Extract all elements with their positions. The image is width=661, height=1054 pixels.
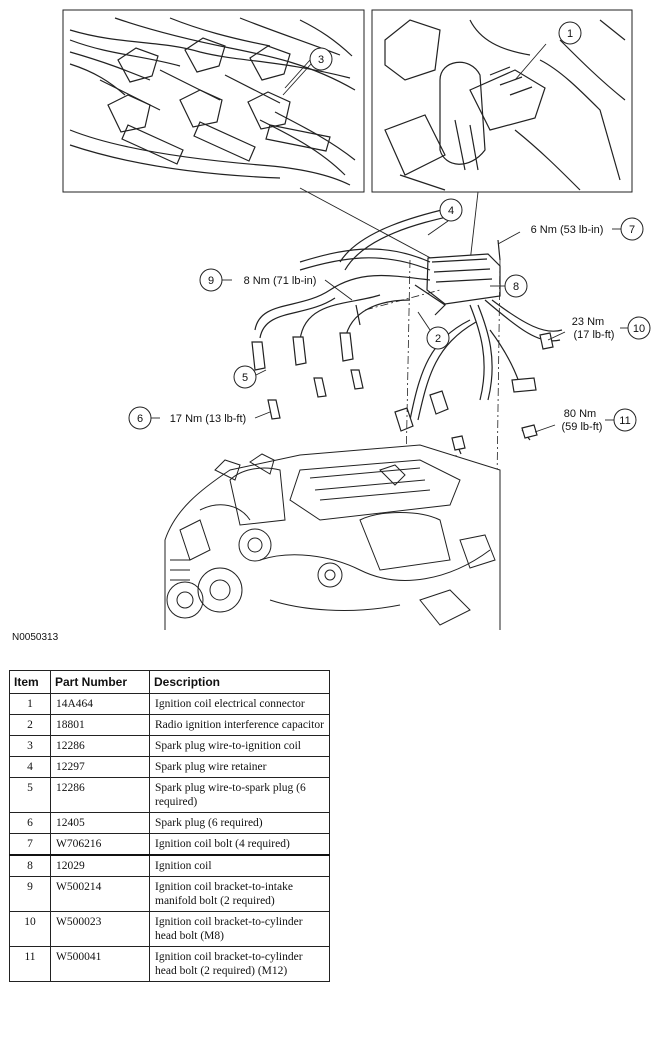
header-description: Description: [149, 670, 330, 694]
row-description: Spark plug wire-to-ignition coil: [149, 735, 330, 757]
row-part-number: 12297: [50, 756, 150, 778]
engine-illustration: [164, 444, 501, 630]
row-part-number: 14A464: [50, 693, 150, 715]
callout-11-number: 11: [619, 415, 630, 427]
row-item: 3: [9, 735, 51, 757]
callout-1-number: 1: [567, 28, 573, 40]
row-part-number: 12286: [50, 735, 150, 757]
row-description: Spark plug wire-to-spark plug (6 require…: [149, 777, 330, 813]
row-description: Spark plug wire retainer: [149, 756, 330, 778]
row-item: 11: [9, 946, 51, 982]
row-item: 1: [9, 693, 51, 715]
table-row: 10 W500023 Ignition coil bracket-to-cyli…: [9, 911, 330, 947]
row-part-number: 18801: [50, 714, 150, 736]
callout-9: 9 8 Nm (71 lb-in): [199, 268, 353, 301]
callout-11: 80 Nm (59 lb-ft) 11: [534, 408, 637, 433]
callout-6: 6 17 Nm (13 lb-ft): [128, 406, 271, 430]
coil-assembly: [251, 207, 563, 455]
row-description: Ignition coil bracket-to-cylinder head b…: [149, 911, 330, 947]
callout-6-number: 6: [137, 413, 143, 425]
table-row: 4 12297 Spark plug wire retainer: [9, 756, 330, 778]
callout-4-number: 4: [448, 205, 454, 217]
row-description: Ignition coil bolt (4 required): [149, 833, 330, 856]
table-row: 11 W500041 Ignition coil bracket-to-cyli…: [9, 946, 330, 982]
ignition-system-diagram: 1 3 4 6 Nm (53 lb-in) 7 9 8 Nm (71 lb-in…: [62, 9, 651, 631]
callout-2-number: 2: [435, 333, 441, 345]
table-row: 2 18801 Radio ignition interference capa…: [9, 714, 330, 736]
table-row: 3 12286 Spark plug wire-to-ignition coil: [9, 735, 330, 757]
callout-8-number: 8: [513, 281, 519, 293]
table-row: 8 12029 Ignition coil: [9, 854, 330, 877]
table-header-row: Item Part Number Description: [9, 670, 330, 694]
callout-8: 8: [490, 274, 528, 298]
callout-2: 2: [417, 311, 450, 350]
callout-4: 4: [427, 198, 463, 236]
callout-1: 1: [558, 21, 582, 45]
table-row: 5 12286 Spark plug wire-to-spark plug (6…: [9, 777, 330, 813]
callout-3: 3: [284, 47, 333, 89]
header-item: Item: [9, 670, 51, 694]
callout-9-number: 9: [208, 275, 214, 287]
row-item: 8: [9, 854, 51, 877]
parts-table: Item Part Number Description 1 14A464 Ig…: [9, 670, 330, 982]
table-row: 1 14A464 Ignition coil electrical connec…: [9, 693, 330, 715]
row-description: Ignition coil bracket-to-intake manifold…: [149, 876, 330, 912]
row-item: 5: [9, 777, 51, 813]
table-row: 7 W706216 Ignition coil bolt (4 required…: [9, 833, 330, 856]
callout-10-number: 10: [633, 323, 645, 335]
inset-connector: [371, 9, 633, 193]
row-part-number: W500214: [50, 876, 150, 912]
row-part-number: W706216: [50, 833, 150, 856]
row-item: 6: [9, 812, 51, 834]
row-part-number: 12286: [50, 777, 150, 813]
row-description: Ignition coil: [149, 854, 330, 877]
inset-leaders: [282, 43, 547, 263]
callout-7-number: 7: [629, 224, 635, 236]
callout-10: 23 Nm (17 lb-ft) 10: [547, 316, 651, 341]
table-row: 6 12405 Spark plug (6 required): [9, 812, 330, 834]
row-description: Spark plug (6 required): [149, 812, 330, 834]
row-part-number: W500041: [50, 946, 150, 982]
row-description: Ignition coil electrical connector: [149, 693, 330, 715]
row-description: Radio ignition interference capacitor: [149, 714, 330, 736]
header-part-number: Part Number: [50, 670, 150, 694]
callout-10-torque-nm: 23 Nm: [572, 316, 604, 328]
row-item: 2: [9, 714, 51, 736]
callout-11-torque-lbft: (59 lb-ft): [562, 421, 603, 433]
row-item: 9: [9, 876, 51, 912]
row-part-number: 12029: [50, 854, 150, 877]
callout-6-torque: 17 Nm (13 lb-ft): [170, 413, 246, 425]
row-part-number: 12405: [50, 812, 150, 834]
callouts: 1 3 4 6 Nm (53 lb-in) 7 9 8 Nm (71 lb-in…: [128, 21, 651, 433]
row-item: 4: [9, 756, 51, 778]
callout-10-torque-lbft: (17 lb-ft): [574, 329, 615, 341]
row-part-number: W500023: [50, 911, 150, 947]
row-item: 10: [9, 911, 51, 947]
figure-id: N0050313: [12, 632, 59, 643]
callout-3-number: 3: [318, 54, 324, 66]
row-item: 7: [9, 833, 51, 856]
callout-5-number: 5: [242, 372, 248, 384]
callout-11-torque-nm: 80 Nm: [564, 408, 596, 420]
callout-7: 6 Nm (53 lb-in) 7: [497, 217, 644, 245]
callout-9-torque: 8 Nm (71 lb-in): [244, 275, 317, 287]
table-row: 9 W500214 Ignition coil bracket-to-intak…: [9, 876, 330, 912]
callout-7-torque: 6 Nm (53 lb-in): [531, 224, 604, 236]
callout-5: 5: [233, 365, 267, 389]
row-description: Ignition coil bracket-to-cylinder head b…: [149, 946, 330, 982]
inset-coil-wires: [62, 9, 365, 193]
